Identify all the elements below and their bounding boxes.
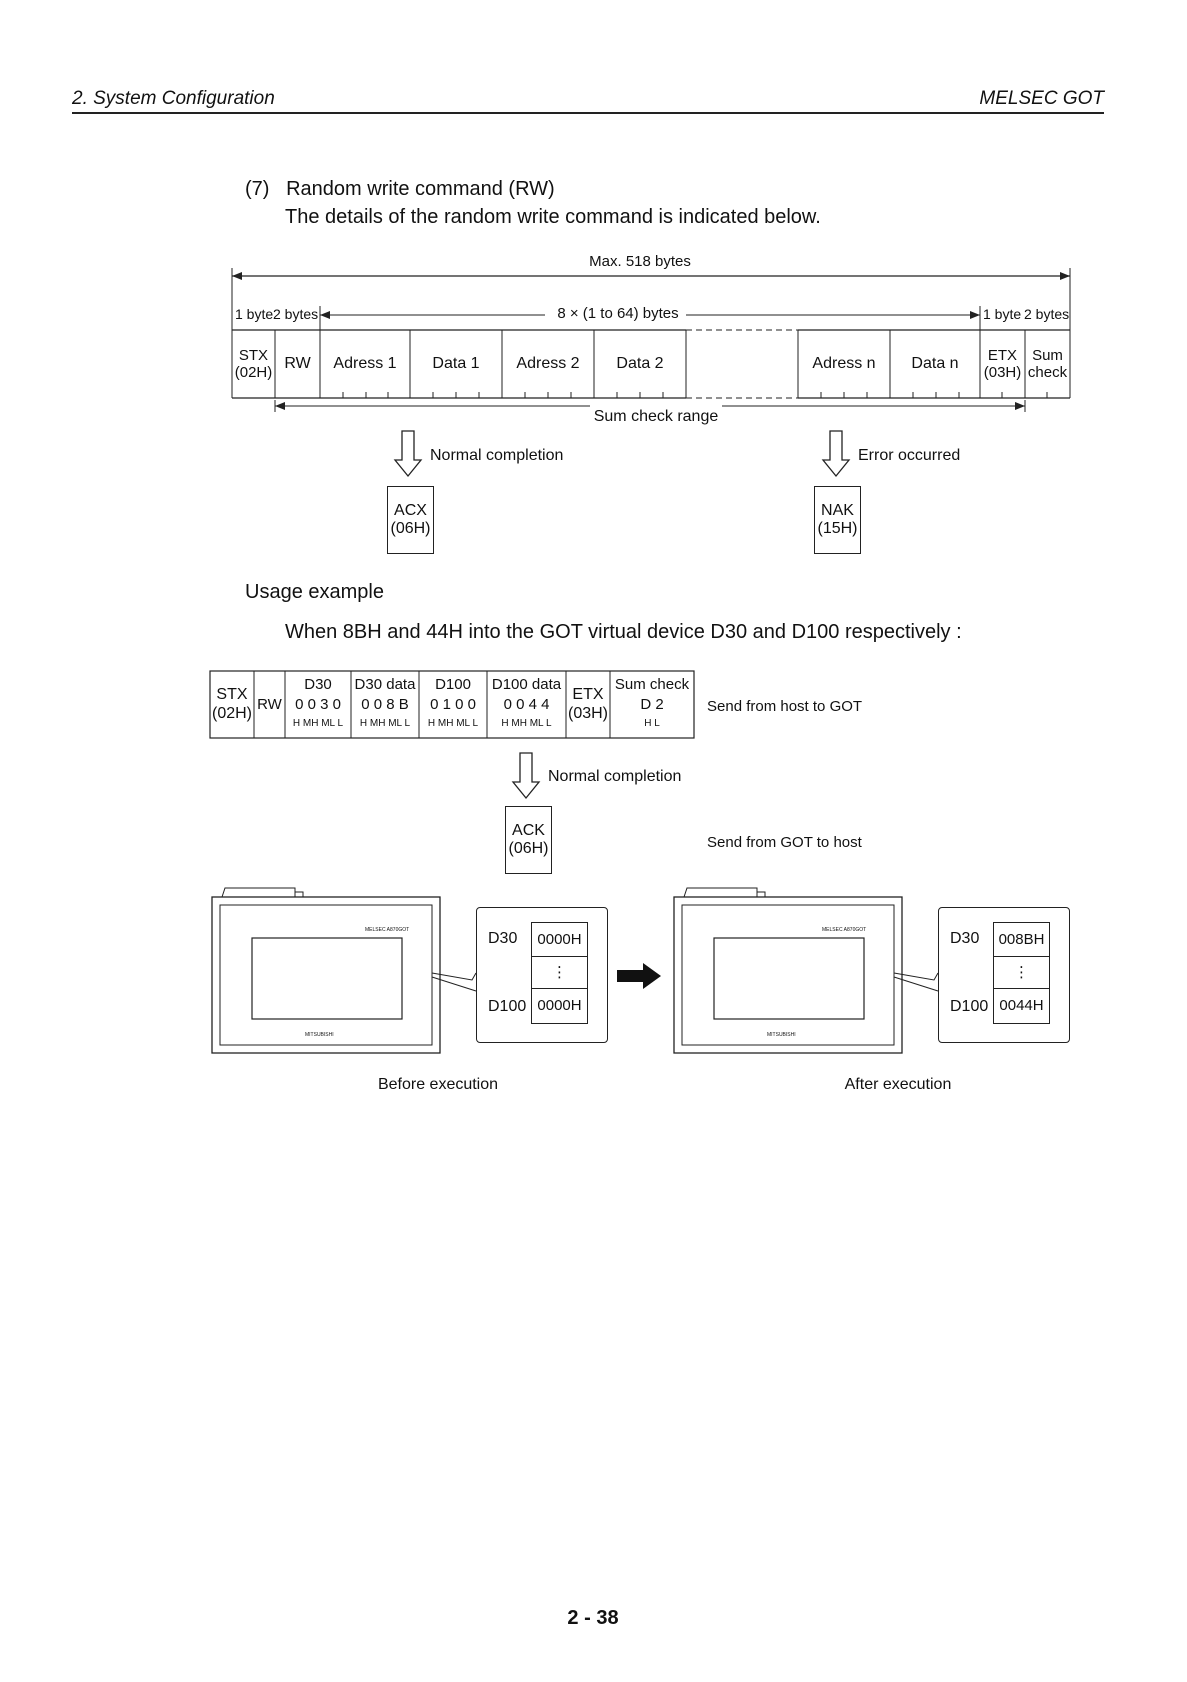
usage-d100-head: D100 bbox=[435, 676, 471, 694]
acx-response-box: ACX (06H) bbox=[387, 486, 434, 554]
maker-text: MITSUBISHI bbox=[305, 1032, 334, 1038]
after-d30-value: 008BH bbox=[993, 922, 1050, 958]
frame-cell-adressn: Adress n bbox=[812, 354, 876, 372]
frame-diagram-lines bbox=[231, 268, 1071, 412]
usage-cell-rw: RW bbox=[257, 695, 282, 713]
usage-title: Usage example bbox=[245, 581, 384, 603]
model-text: MELSEC A870GOT bbox=[822, 927, 866, 933]
usage-d100data-digits: 0 0 4 4 bbox=[503, 696, 550, 714]
normal-completion-label: Normal completion bbox=[430, 447, 564, 464]
got-device-after: MELSEC A870GOT MITSUBISHI bbox=[673, 887, 939, 1054]
repeat-bytes-label: 8 × (1 to 64) bytes bbox=[557, 305, 679, 322]
frame-cell-data1: Data 1 bbox=[432, 354, 480, 372]
after-dots: ⋮ bbox=[993, 956, 1050, 990]
usage-d30-head: D30 bbox=[304, 676, 332, 694]
usage-sum-head: Sum check bbox=[614, 676, 690, 694]
before-d100-label: D100 bbox=[488, 998, 527, 1015]
error-occurred-label: Error occurred bbox=[858, 447, 961, 464]
down-arrow-icon bbox=[821, 430, 851, 478]
frame-cell-etx: ETX (03H) bbox=[983, 346, 1022, 381]
usage-d100data-head: D100 data bbox=[491, 676, 562, 694]
frame-cell-data2: Data 2 bbox=[616, 354, 664, 372]
usage-d30data-head: D30 data bbox=[354, 676, 416, 694]
usage-sum-hl: H L bbox=[644, 718, 660, 730]
header-rule bbox=[72, 112, 1104, 114]
command-description: The details of the random write command … bbox=[285, 206, 821, 228]
bytes2-left-label: 2 bytes bbox=[273, 306, 319, 322]
frame-cell-adress1: Adress 1 bbox=[333, 354, 397, 372]
usage-sum-digits: D 2 bbox=[640, 696, 664, 714]
after-d30-label: D30 bbox=[950, 930, 980, 947]
command-heading: (7) Random write command (RW) bbox=[245, 178, 555, 200]
max-bytes-label: Max. 518 bytes bbox=[589, 253, 691, 270]
before-d30-value: 0000H bbox=[531, 922, 588, 958]
usage-description: When 8BH and 44H into the GOT virtual de… bbox=[285, 621, 962, 643]
section-title: 2. System Configuration bbox=[72, 88, 275, 109]
byte1-right-label: 1 byte bbox=[983, 306, 1022, 322]
usage-cell-etx: ETX (03H) bbox=[567, 686, 608, 722]
send-got-to-host-label: Send from GOT to host bbox=[707, 834, 862, 851]
page-number: 2 - 38 bbox=[567, 1607, 619, 1629]
frame-cell-adress2: Adress 2 bbox=[516, 354, 580, 372]
before-dots: ⋮ bbox=[531, 956, 588, 990]
bytes2-right-label: 2 bytes bbox=[1024, 306, 1070, 322]
nak-response-box: NAK (15H) bbox=[814, 486, 861, 554]
maker-text: MITSUBISHI bbox=[767, 1032, 796, 1038]
after-d100-value: 0044H bbox=[993, 988, 1050, 1024]
before-d100-value: 0000H bbox=[531, 988, 588, 1024]
usage-normal-completion-label: Normal completion bbox=[548, 768, 682, 785]
frame-cell-sum: Sum check bbox=[1027, 346, 1068, 381]
right-arrow-icon bbox=[617, 963, 661, 989]
usage-table-lines bbox=[209, 670, 695, 739]
frame-cell-rw: RW bbox=[284, 354, 311, 372]
got-device-before: MELSEC A870GOT MITSUBISHI bbox=[211, 887, 477, 1054]
sum-check-range-label: Sum check range bbox=[593, 408, 719, 425]
usage-d100-hl: H MH ML L bbox=[427, 718, 479, 730]
usage-d100data-hl: H MH ML L bbox=[501, 718, 552, 730]
usage-d30-digits: 0 0 3 0 bbox=[295, 696, 341, 714]
frame-cell-stx: STX (02H) bbox=[234, 346, 273, 381]
after-d100-label: D100 bbox=[950, 998, 989, 1015]
usage-d30data-digits: 0 0 8 B bbox=[361, 696, 409, 714]
usage-cell-stx: STX (02H) bbox=[211, 686, 252, 722]
before-d30-label: D30 bbox=[488, 930, 518, 947]
down-arrow-icon bbox=[511, 752, 541, 800]
ack-response-box: ACK (06H) bbox=[505, 806, 552, 874]
usage-d30data-hl: H MH ML L bbox=[359, 718, 411, 730]
after-execution-caption: After execution bbox=[844, 1076, 952, 1093]
before-execution-caption: Before execution bbox=[377, 1076, 499, 1093]
byte1-left-label: 1 byte bbox=[235, 306, 274, 322]
send-host-to-got-label: Send from host to GOT bbox=[707, 698, 863, 715]
down-arrow-icon bbox=[393, 430, 423, 478]
frame-cell-datan: Data n bbox=[911, 354, 959, 372]
brand-title: MELSEC GOT bbox=[979, 88, 1104, 109]
model-text: MELSEC A870GOT bbox=[365, 927, 409, 933]
usage-d30-hl: H MH ML L bbox=[292, 718, 344, 730]
usage-d100-digits: 0 1 0 0 bbox=[430, 696, 476, 714]
